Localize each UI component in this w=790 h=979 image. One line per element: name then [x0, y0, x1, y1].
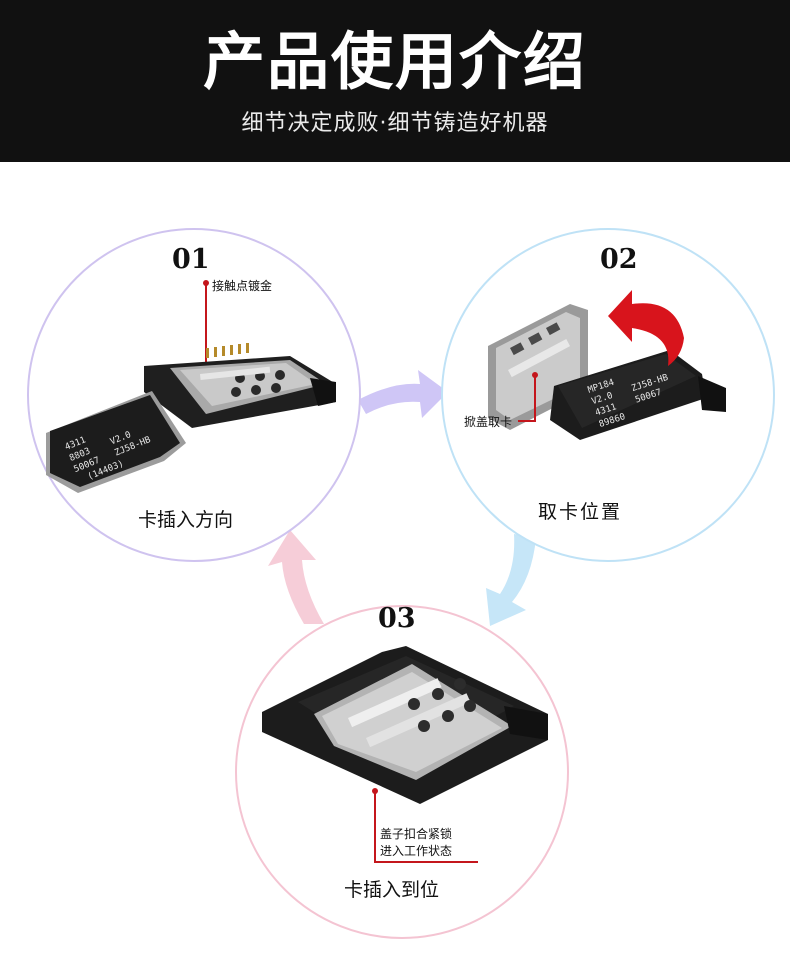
annotation-dot: [372, 788, 378, 794]
step-2-annotation: 掀盖取卡: [464, 415, 513, 429]
arrow-right-icon: [358, 370, 448, 418]
sim-socket-closed-image: [262, 646, 548, 804]
sim-socket-image: [144, 343, 336, 428]
step-3-caption: 卡插入到位: [344, 879, 440, 901]
annotation-dot: [203, 280, 209, 286]
step-2-caption: 取卡位置: [538, 501, 623, 523]
arrow-down-icon: [486, 534, 536, 626]
annotation-leader-line: [374, 861, 478, 863]
lift-arrow-icon: [608, 290, 684, 366]
step-1-annotation: 接触点镀金: [212, 279, 273, 293]
page-subtitle: 细节决定成败·细节铸造好机器: [241, 111, 549, 136]
header-banner: 产品使用介绍 细节决定成败·细节铸造好机器: [0, 0, 790, 162]
step-3-annotation-line2: 进入工作状态: [380, 844, 453, 858]
annotation-leader-line: [534, 376, 536, 422]
step-2-number: 02: [600, 244, 638, 275]
step-3-annotation-line1: 盖子扣合紧锁: [380, 827, 453, 841]
step-1-number: 01: [172, 244, 210, 275]
page-title: 产品使用介绍: [202, 25, 587, 98]
annotation-leader-line: [374, 792, 376, 862]
annotation-leader-line: [205, 284, 207, 370]
sim-card-image: 4311 8803 V2.0 50067 ZJ58-HB (14403): [46, 391, 186, 493]
step-1-caption: 卡插入方向: [138, 509, 234, 531]
annotation-dot: [532, 372, 538, 378]
step-3-number: 03: [378, 603, 416, 634]
arrow-up-icon: [268, 530, 324, 624]
step-3-annotation: 盖子扣合紧锁 进入工作状态: [380, 826, 452, 860]
sim-socket-open-image: MP184 V2.0 ZJ58-HB 4311 50067 89860: [488, 304, 726, 440]
annotation-leader-line: [518, 420, 536, 422]
